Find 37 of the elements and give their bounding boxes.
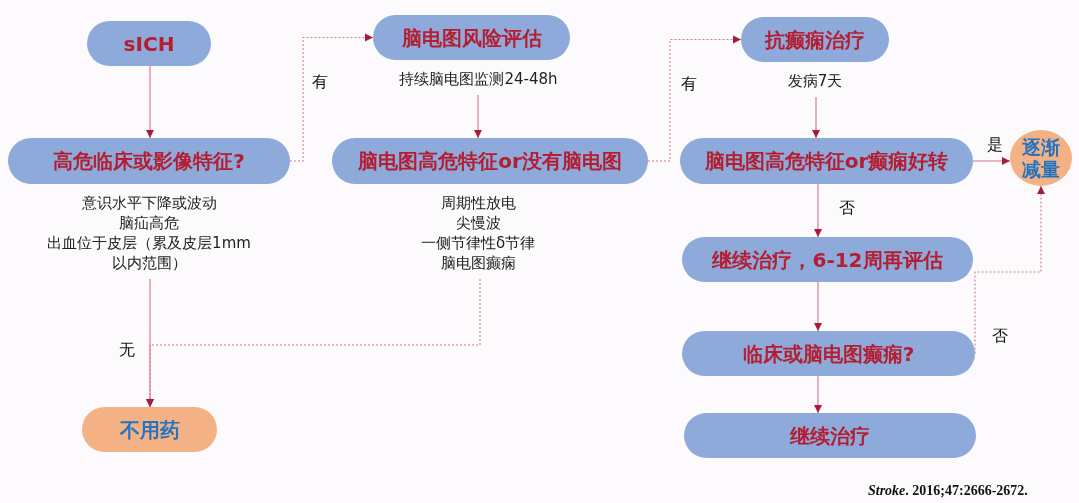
rounded-box: sICH	[87, 21, 211, 66]
rounded-box: 脑电图高危特征or癫痫好转	[680, 138, 973, 184]
arrow	[814, 281, 822, 332]
rounded-box: 高危临床或影像特征?	[8, 138, 290, 184]
arrow	[647, 35, 742, 162]
rounded-box: 继续治疗	[684, 413, 976, 458]
rounded-box: 继续治疗，6-12周再评估	[682, 237, 973, 282]
arrow	[146, 65, 154, 139]
note-text: 脑疝高危	[119, 213, 179, 233]
edge-label: 否	[838, 198, 856, 218]
note-text: 持续脑电图监测24-48h	[399, 69, 558, 89]
note-text: 周期性放电	[440, 193, 516, 213]
arrow	[972, 157, 1011, 165]
rounded-box: 脑电图高危特征or没有脑电图	[332, 138, 648, 184]
note-text: 一侧节律性δ节律	[420, 233, 536, 253]
note-text: 发病7天	[787, 71, 843, 91]
circle-node: 逐渐减量	[1010, 130, 1072, 186]
arrow	[474, 94, 482, 139]
rounded-box: 脑电图风险评估	[373, 15, 570, 60]
arrow	[814, 375, 822, 414]
edge-label: 否	[991, 326, 1009, 346]
note-text: 脑电图癫痫	[440, 253, 516, 273]
rounded-box: 不用药	[82, 407, 217, 452]
edge-label: 有	[311, 72, 329, 92]
citation-text: Stroke. 2016;47:2666-2672.	[868, 482, 1028, 500]
edge-label: 是	[986, 135, 1004, 155]
note-text: 尖慢波	[455, 213, 501, 233]
rounded-box: 抗癫痫治疗	[741, 17, 889, 62]
rounded-box: 临床或脑电图癫痫?	[682, 331, 975, 376]
note-text: 出血位于皮层（累及皮层1mm以内范围）	[46, 233, 252, 273]
arrow	[814, 183, 822, 238]
note-text: 意识水平下降或波动	[81, 193, 217, 213]
arrow	[146, 278, 481, 408]
arrow	[812, 96, 820, 139]
edge-label: 有	[680, 74, 698, 94]
edge-label: 无	[118, 340, 136, 360]
arrow	[289, 33, 374, 162]
